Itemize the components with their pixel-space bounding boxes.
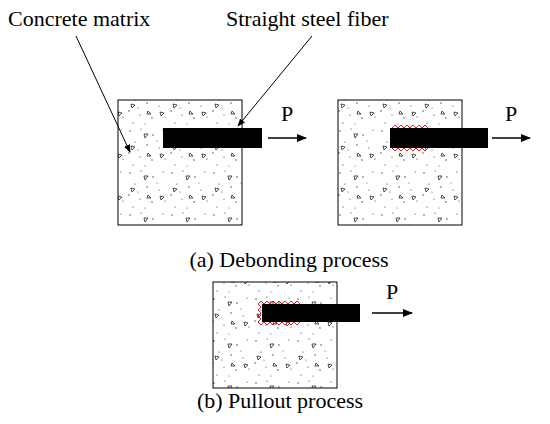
sub-caption: (b) Pullout process xyxy=(197,389,363,413)
sub-caption: (a) Debonding process xyxy=(189,248,388,272)
pullout-zone xyxy=(258,301,300,325)
concrete-block xyxy=(118,100,242,225)
leader-line xyxy=(76,36,130,152)
load-label: P xyxy=(386,280,398,304)
part-label: Straight steel fiber xyxy=(226,7,389,31)
concrete-block xyxy=(213,282,337,388)
steel-fiber xyxy=(390,128,488,148)
load-label: P xyxy=(281,102,293,126)
part-label: Concrete matrix xyxy=(8,7,150,31)
load-arrow xyxy=(268,137,306,138)
concrete-block xyxy=(338,100,462,225)
debonding-zone xyxy=(392,148,428,151)
steel-fiber xyxy=(163,128,262,148)
steel-fiber xyxy=(262,304,360,322)
debonding-zone xyxy=(392,125,428,128)
load-arrow xyxy=(492,137,530,138)
load-label: P xyxy=(505,102,517,126)
leader-line xyxy=(238,36,312,126)
load-arrow xyxy=(372,312,412,313)
